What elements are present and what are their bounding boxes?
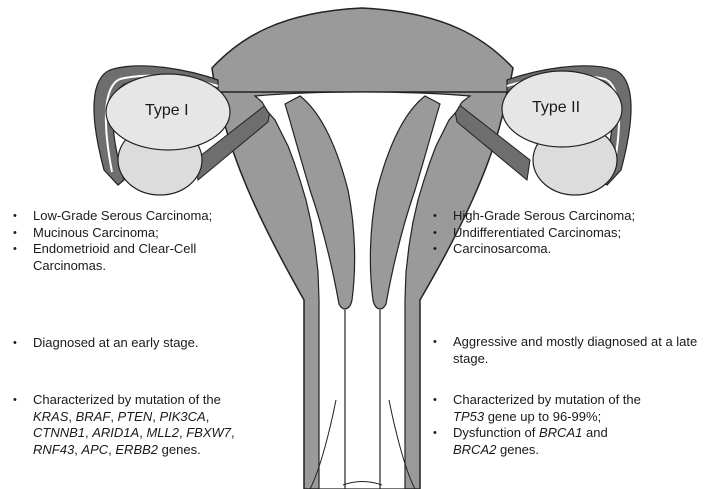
gene: RNF43 <box>33 442 74 457</box>
list-item: Mucinous Carcinoma; <box>10 225 280 242</box>
list-item: Low-Grade Serous Carcinoma; <box>10 208 280 225</box>
gene: KRAS <box>33 409 68 424</box>
type2-dysfunction-item: Dysfunction of BRCA1 and BRCA2 genes. <box>430 425 725 458</box>
type1-histotype-list: Low-Grade Serous Carcinoma; Mucinous Car… <box>10 208 280 274</box>
type1-mutation-item: Characterized by mutation of the KRAS, B… <box>10 392 310 458</box>
gene: CTNNB1 <box>33 425 85 440</box>
type2-diagnosis: Aggressive and mostly diagnosed at a lat… <box>430 334 725 367</box>
type2-mutation-list: Characterized by mutation of the TP53 ge… <box>430 392 725 458</box>
gene: ERBB2 <box>115 442 158 457</box>
mutation-suffix: genes. <box>162 442 201 457</box>
type2-label: Type II <box>532 99 580 117</box>
dysfunction-and: and <box>586 425 608 440</box>
dysfunction-prefix: Dysfunction of <box>453 425 535 440</box>
list-item: High-Grade Serous Carcinoma; <box>430 208 720 225</box>
list-item: Aggressive and mostly diagnosed at a lat… <box>430 334 725 367</box>
gene: BRAF <box>76 409 111 424</box>
type1-mutation-list: Characterized by mutation of the KRAS, B… <box>10 392 310 458</box>
mutation-prefix: Characterized by mutation of the <box>453 392 641 407</box>
list-item: Carcinosarcoma. <box>430 241 720 258</box>
gene: PTEN <box>118 409 153 424</box>
type2-histotype-list: High-Grade Serous Carcinoma; Undifferent… <box>430 208 720 258</box>
type1-diagnosis: Diagnosed at an early stage. <box>10 335 290 352</box>
type2-mutation-item: Characterized by mutation of the TP53 ge… <box>430 392 725 425</box>
mutation-suffix: gene up to 96-99%; <box>488 409 601 424</box>
gene: FBXW7 <box>186 425 231 440</box>
gene: PIK3CA <box>159 409 205 424</box>
gene: BRCA1 <box>539 425 582 440</box>
list-item: Diagnosed at an early stage. <box>10 335 290 352</box>
dysfunction-suffix: genes. <box>500 442 539 457</box>
gene: BRCA2 <box>453 442 496 457</box>
gene: ARID1A <box>92 425 139 440</box>
mutation-prefix: Characterized by mutation of the <box>33 392 221 407</box>
gene: APC <box>81 442 108 457</box>
gene: TP53 <box>453 409 484 424</box>
type1-label: Type I <box>145 102 189 120</box>
gene: MLL2 <box>146 425 179 440</box>
list-item: Undifferentiated Carcinomas; <box>430 225 720 242</box>
list-item: Endometrioid and Clear-Cell Carcinomas. <box>10 241 233 274</box>
